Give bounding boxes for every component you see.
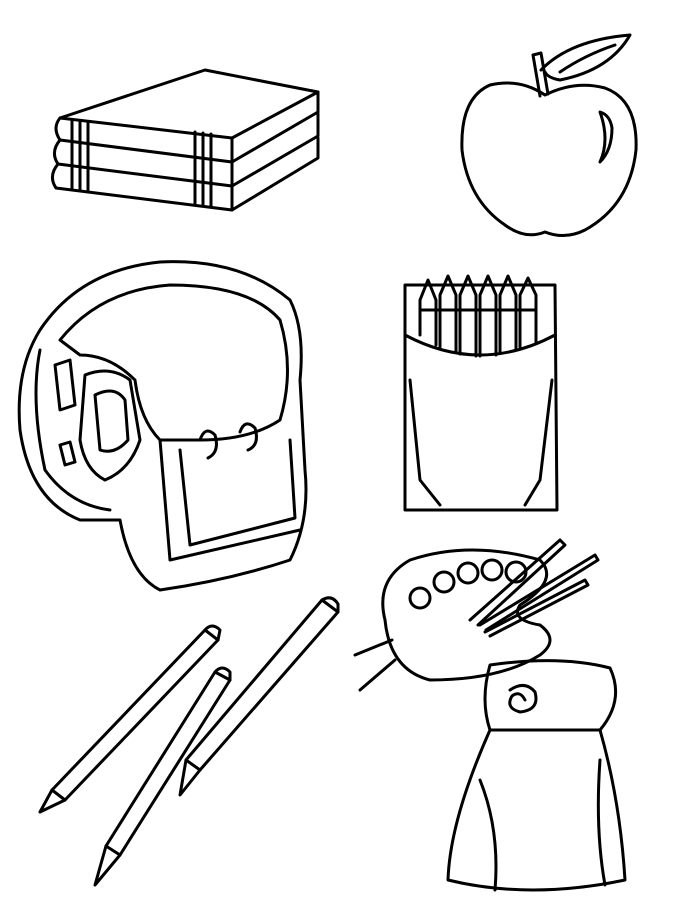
coloring-page <box>0 0 700 906</box>
background <box>0 0 700 906</box>
